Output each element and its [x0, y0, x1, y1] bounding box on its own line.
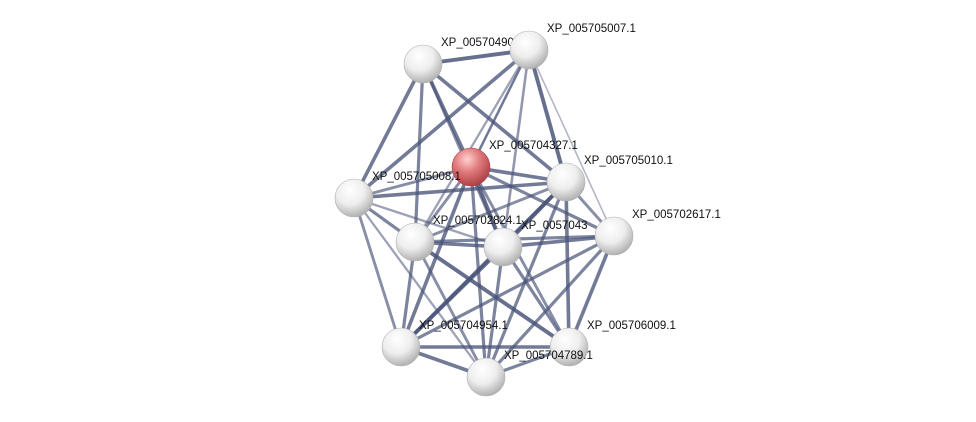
- node-A[interactable]: XP_00570490: [403, 37, 514, 84]
- edge-F-K: [413, 241, 488, 378]
- node-H[interactable]: XP_005702617.1: [594, 209, 721, 256]
- edge-A-F: [413, 63, 425, 243]
- edge-H-K: [484, 234, 616, 379]
- node-circle[interactable]: [403, 44, 443, 84]
- node-label: XP_005704789.1: [504, 350, 593, 362]
- node-E[interactable]: XP_005705008.1: [334, 171, 461, 218]
- edge-B-E: [352, 48, 531, 200]
- nodes-layer: XP_00570490 XP_005705007.1XP_005704327.1X…: [334, 23, 721, 397]
- node-circle[interactable]: [549, 327, 589, 367]
- edge-G-I: [399, 245, 505, 349]
- edge-B-G: [501, 49, 531, 248]
- edge-D-J: [564, 181, 571, 348]
- edge-C-H: [470, 165, 615, 238]
- node-label: XP_005704327.1: [489, 140, 578, 152]
- node-D[interactable]: XP_005705010.1: [546, 155, 673, 202]
- node-label: XP_005702824.1: [433, 215, 522, 227]
- edge-G-J: [501, 246, 571, 348]
- node-G[interactable]: XP_0057043: [483, 220, 588, 267]
- node-circle[interactable]: [546, 162, 586, 202]
- edge-E-I: [352, 197, 403, 348]
- edge-H-J: [567, 235, 616, 348]
- edge-B-C: [469, 49, 531, 168]
- edge-B-F: [414, 49, 530, 243]
- edge-B-C: [470, 49, 530, 168]
- node-F[interactable]: XP_005702824.1: [395, 215, 522, 262]
- node-label: XP_0057043: [521, 220, 588, 232]
- node-circle[interactable]: [451, 147, 491, 187]
- edge-A-D: [421, 62, 568, 184]
- edge-D-F: [414, 180, 567, 244]
- node-label: XP_005702617.1: [632, 209, 721, 221]
- edge-B-H: [528, 49, 615, 237]
- node-circle[interactable]: [594, 216, 634, 256]
- edge-C-J: [469, 166, 571, 348]
- edge-E-D: [353, 180, 567, 200]
- node-K[interactable]: XP_005704789.1: [466, 350, 593, 397]
- edge-C-E: [353, 165, 472, 200]
- node-J[interactable]: XP_005706009.1: [549, 320, 676, 367]
- edge-A-E: [352, 63, 425, 199]
- node-label: XP_00570490: [441, 37, 514, 49]
- edge-G-K: [484, 246, 505, 378]
- node-circle[interactable]: [483, 227, 523, 267]
- node-C[interactable]: XP_005704327.1: [451, 140, 578, 187]
- node-label: XP_005704954.1: [419, 320, 508, 332]
- node-label: XP_005705007.1: [547, 23, 636, 35]
- node-label: XP_005705008.1: [372, 171, 461, 183]
- edge-B-D: [527, 49, 568, 183]
- node-I[interactable]: XP_005704954.1: [381, 320, 508, 367]
- node-label: XP_005705010.1: [584, 155, 673, 167]
- edge-F-J: [413, 240, 571, 349]
- node-label: XP_005706009.1: [587, 320, 676, 332]
- edge-H-I: [400, 234, 615, 349]
- node-circle[interactable]: [334, 178, 374, 218]
- node-B[interactable]: XP_005705007.1: [509, 23, 636, 70]
- node-circle[interactable]: [381, 327, 421, 367]
- node-circle[interactable]: [509, 30, 549, 70]
- node-circle[interactable]: [395, 222, 435, 262]
- node-circle[interactable]: [466, 357, 506, 397]
